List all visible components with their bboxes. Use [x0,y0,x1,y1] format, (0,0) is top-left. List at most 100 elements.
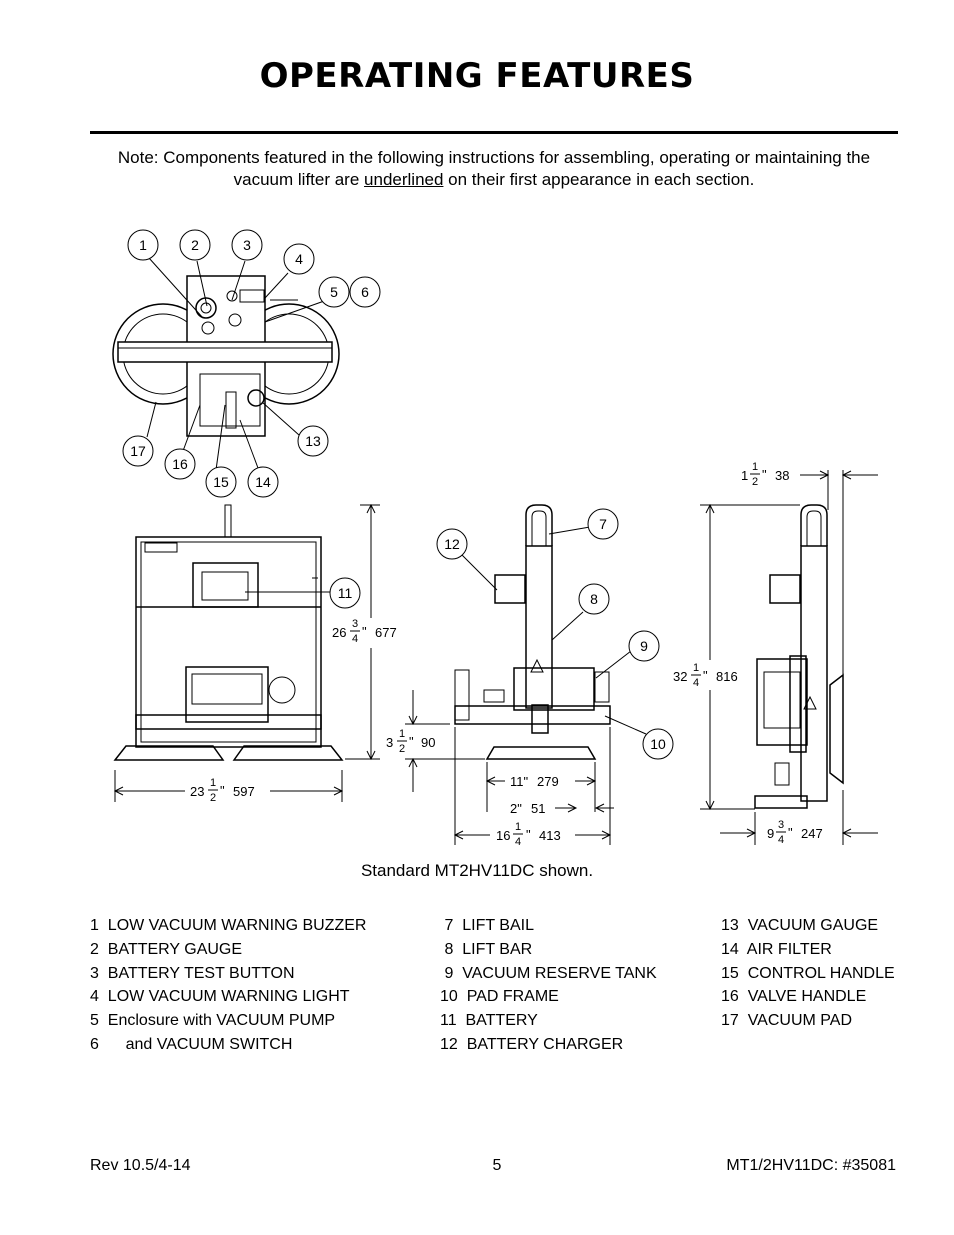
callout-13: 13 [297,425,329,457]
svg-text:4: 4 [295,251,303,267]
svg-text:1: 1 [139,237,147,253]
svg-text:3: 3 [386,735,393,750]
svg-text:2: 2 [752,476,758,488]
dim-front-width: 23 1 2 " 597 [190,777,255,804]
svg-text:1: 1 [741,468,748,483]
callout-15: 15 [205,466,237,498]
svg-text:26: 26 [332,625,346,640]
svg-text:": " [788,825,793,840]
dimension-labels: 26 3 4 " 677 23 1 2 " 597 3 1 2 " 90 11"… [190,461,823,848]
dim-side-width: 16 1 4 " 413 [496,821,561,848]
callout-4: 4 [283,243,315,275]
dim-right-top: 1 1 2 " 38 [741,461,789,488]
dim-right-height: 32 1 4 " 816 [673,662,738,689]
svg-text:816: 816 [716,669,738,684]
svg-text:11: 11 [338,585,353,601]
svg-text:9: 9 [767,826,774,841]
svg-text:4: 4 [778,834,784,846]
callout-16: 16 [164,448,196,480]
legend-item: 1 LOW VACUUM WARNING BUZZER [90,917,367,934]
svg-text:6: 6 [361,284,369,300]
svg-text:4: 4 [515,836,521,848]
front-view [113,504,344,761]
svg-text:597: 597 [233,784,255,799]
note-text-after: on their first appearance in each sectio… [443,170,755,189]
callout-7: 7 [587,508,619,540]
dim-side-2: 2" 51 [510,801,545,816]
legend-column-1: 1 LOW VACUUM WARNING BUZZER 2 BATTERY GA… [90,914,366,1057]
legend-item: 7 LIFT BAIL [440,917,534,934]
callout-11: 11 [329,577,361,609]
legend-item: 10 PAD FRAME [440,988,559,1006]
footer-page-number: 5 [492,1157,502,1174]
callout-10: 10 [642,728,674,760]
svg-text:4: 4 [693,677,699,689]
svg-text:2: 2 [399,743,405,755]
svg-text:13: 13 [305,433,321,449]
svg-text:4: 4 [352,633,358,645]
svg-text:279: 279 [537,774,559,789]
svg-text:": " [703,668,708,683]
legend-item: 6 and VACUUM SWITCH [90,1035,293,1053]
callout-8: 8 [578,583,610,615]
svg-text:2": 2" [510,801,522,816]
svg-text:11": 11" [510,774,528,789]
dim-front-height: 26 3 4 " 677 [332,618,397,645]
dim-right-bottom: 9 3 4 " 247 [767,819,823,846]
figure-caption: Standard MT2HV11DC shown. [360,861,594,880]
top-view [112,275,340,437]
callout-6: 6 [349,276,381,308]
leader-lines [146,257,647,735]
legend-item: 13 VACUUM GAUGE [721,917,879,934]
svg-text:2: 2 [191,237,199,253]
dim-side-11: 11" 279 [510,774,559,789]
callout-5: 5 [318,276,350,308]
page-title: OPERATING FEATURES [259,56,695,96]
legend-item: 15 CONTROL HANDLE [721,964,895,982]
callout-3: 3 [231,229,263,261]
svg-text:": " [362,624,367,639]
callout-1: 1 [127,229,159,261]
svg-text:2: 2 [210,792,216,804]
callout-14: 14 [247,466,279,498]
svg-text:3: 3 [352,618,358,630]
callout-12: 12 [436,528,468,560]
svg-text:17: 17 [130,443,146,459]
svg-text:1: 1 [752,461,758,473]
svg-text:12: 12 [444,536,460,552]
svg-text:8: 8 [590,591,598,607]
callouts: 1 2 3 4 5 6 7 8 9 10 11 12 13 14 15 16 1… [122,229,674,760]
legend-item: 4 LOW VACUUM WARNING LIGHT [90,988,350,1006]
svg-text:15: 15 [213,474,229,490]
svg-text:32: 32 [673,669,687,684]
svg-text:90: 90 [421,735,435,750]
callout-17: 17 [122,435,154,467]
svg-text:": " [409,734,414,749]
legend-item: 3 BATTERY TEST BUTTON [90,964,295,982]
svg-text:9: 9 [640,638,648,654]
legend-item: 9 VACUUM RESERVE TANK [440,964,657,982]
svg-text:1: 1 [399,728,405,740]
svg-text:": " [762,467,767,482]
svg-text:16: 16 [172,456,188,472]
note-paragraph: Note: Components featured in the followi… [90,147,898,191]
side-view [454,504,611,760]
svg-text:16: 16 [496,828,510,843]
svg-text:": " [220,783,225,798]
legend-item: 5 Enclosure with VACUUM PUMP [90,1012,336,1030]
legend-item: 14 AIR FILTER [721,940,832,958]
svg-text:1: 1 [693,662,699,674]
svg-text:3: 3 [243,237,251,253]
svg-text:14: 14 [255,474,271,490]
right-view [754,504,844,809]
svg-text:10: 10 [650,736,666,752]
svg-text:7: 7 [599,516,607,532]
svg-text:1: 1 [210,777,216,789]
dim-side-low: 3 1 2 " 90 [386,728,435,755]
dimension-lines [113,470,878,845]
svg-text:413: 413 [539,828,561,843]
legend-item: 8 LIFT BAR [440,940,533,958]
svg-text:51: 51 [531,801,545,816]
note-underlined-word: underlined [364,170,444,189]
svg-text:247: 247 [801,826,823,841]
